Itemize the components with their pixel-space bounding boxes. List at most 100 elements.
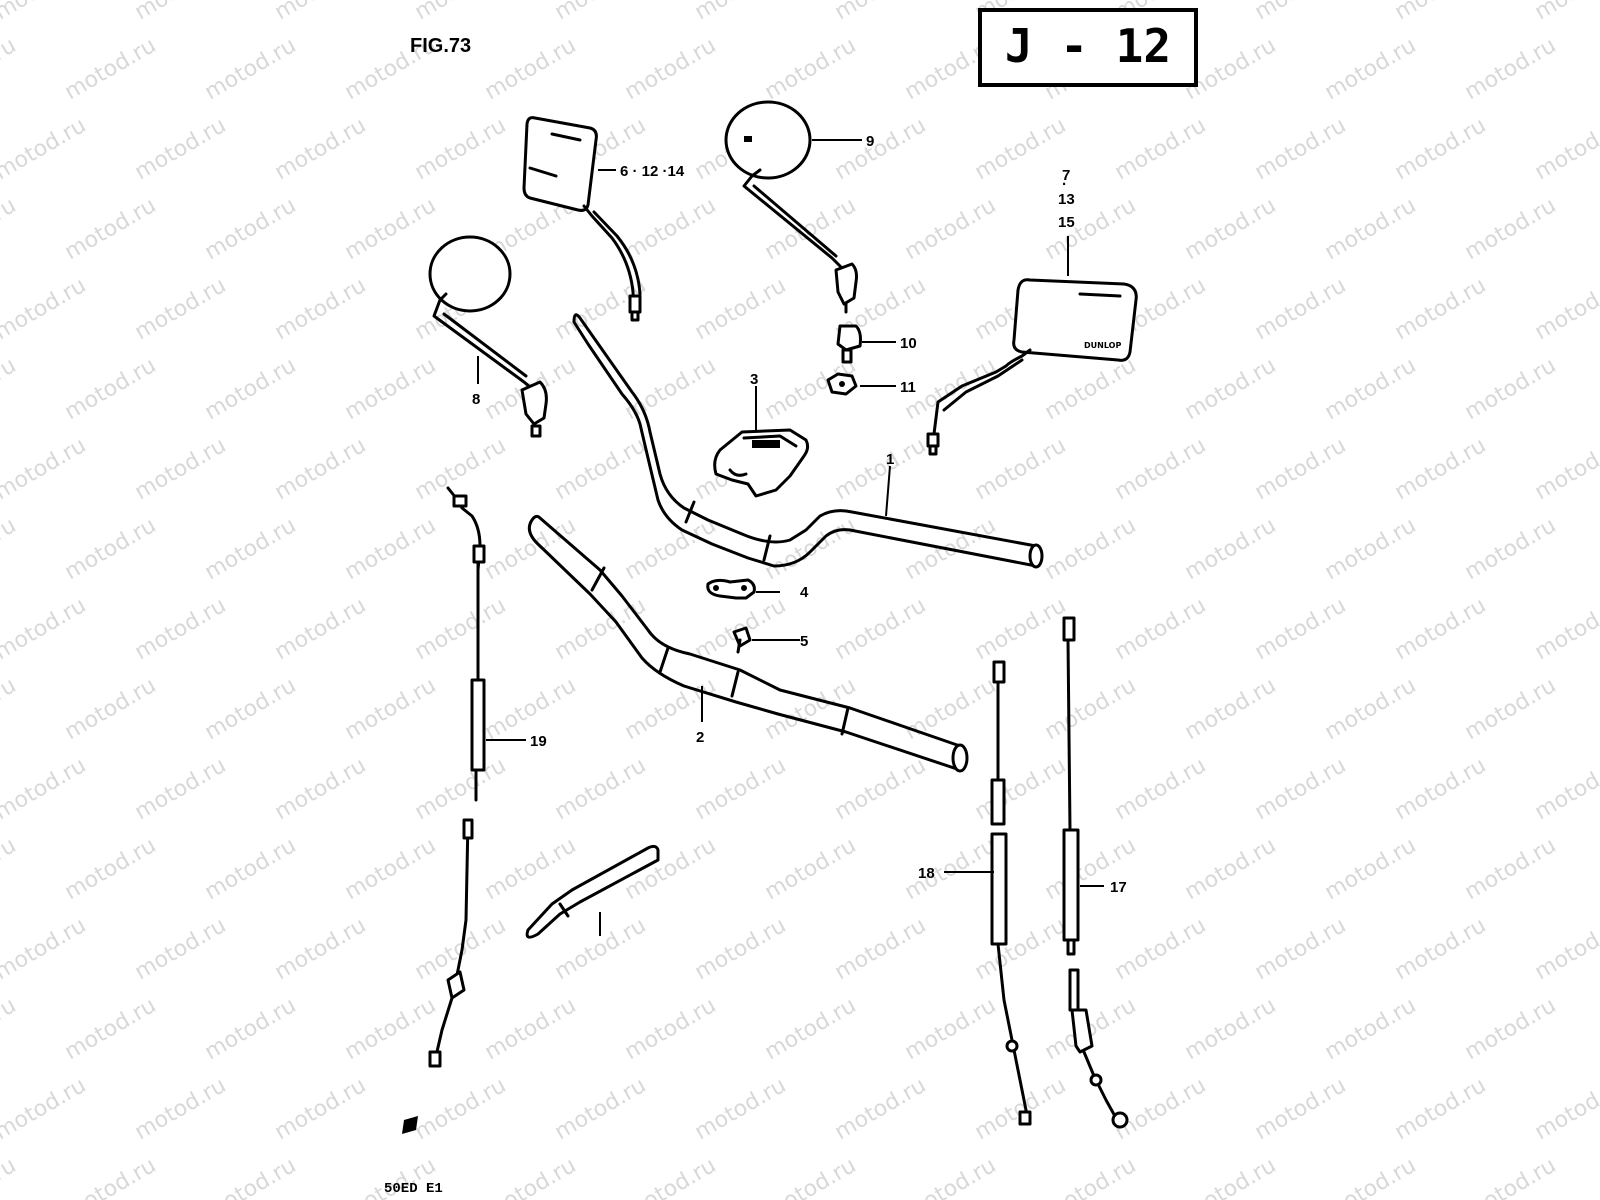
callout-labels: 6 · 12 ·14 9 7 · 13 15 10 11 3 8 1 4 5 2… bbox=[472, 133, 1127, 896]
watermark-text: motod.ru bbox=[0, 273, 90, 345]
watermark-text: motod.ru bbox=[1531, 1073, 1600, 1145]
watermark-text: motod.ru bbox=[481, 1153, 581, 1200]
watermark-text: motod.ru bbox=[1181, 1153, 1281, 1200]
mirror-round-left bbox=[428, 235, 548, 438]
mirror-round-right bbox=[724, 100, 858, 314]
callout-17: 19 bbox=[530, 733, 547, 750]
watermark-text: motod.ru bbox=[1041, 353, 1141, 425]
watermark-text: motod.ru bbox=[0, 193, 20, 265]
watermark-text: motod.ru bbox=[1181, 193, 1281, 265]
watermark-text: motod.ru bbox=[61, 33, 161, 105]
watermark-text: motod.ru bbox=[201, 833, 301, 905]
watermark-text: motod.ru bbox=[61, 193, 161, 265]
watermark-text: motod.ru bbox=[411, 593, 511, 665]
watermark-text: motod.ru bbox=[1391, 913, 1491, 985]
watermark-text: motod.ru bbox=[1461, 993, 1561, 1065]
watermark-text: motod.ru bbox=[0, 993, 20, 1065]
watermark-text: motod.ru bbox=[691, 0, 791, 25]
watermark-text: motod.ru bbox=[271, 433, 371, 505]
watermark-text: motod.ru bbox=[1321, 1153, 1421, 1200]
callout-18: 18 bbox=[918, 865, 935, 882]
watermark-text: motod.ru bbox=[971, 113, 1071, 185]
watermark-text: motod.ru bbox=[901, 833, 1001, 905]
watermark-text: motod.ru bbox=[621, 1153, 721, 1200]
watermark-text: motod.ru bbox=[131, 0, 231, 25]
watermark-text: motod.ru bbox=[1251, 113, 1351, 185]
watermark-text: motod.ru bbox=[1251, 913, 1351, 985]
watermark-text: motod.ru bbox=[971, 593, 1071, 665]
watermark-text: motod.ru bbox=[0, 593, 90, 665]
watermark-text: motod.ru bbox=[1531, 113, 1600, 185]
watermark-text: motod.ru bbox=[131, 1073, 231, 1145]
handlebar-holder-cover bbox=[713, 428, 810, 498]
callout-dot: · bbox=[1062, 176, 1067, 193]
callout-3: 3 bbox=[750, 371, 758, 388]
page-code-box: J - 12 bbox=[978, 8, 1198, 87]
watermark-text: motod.ru bbox=[1041, 513, 1141, 585]
watermark-text: motod.ru bbox=[1531, 0, 1600, 25]
watermark-text: motod.ru bbox=[411, 433, 511, 505]
watermark-text: motod.ru bbox=[1461, 513, 1561, 585]
watermark-text: motod.ru bbox=[61, 833, 161, 905]
watermark-text: motod.ru bbox=[0, 353, 20, 425]
watermark-text: motod.ru bbox=[1041, 1153, 1141, 1200]
watermark-text: motod.ru bbox=[831, 1073, 931, 1145]
watermark-text: motod.ru bbox=[271, 913, 371, 985]
watermark-text: motod.ru bbox=[901, 1153, 1001, 1200]
watermark-text: motod.ru bbox=[1251, 753, 1351, 825]
watermark-text: motod.ru bbox=[1531, 433, 1600, 505]
watermark-text: motod.ru bbox=[761, 33, 861, 105]
watermark-text: motod.ru bbox=[971, 913, 1071, 985]
watermark-text: motod.ru bbox=[1391, 113, 1491, 185]
watermark-text: motod.ru bbox=[201, 353, 301, 425]
watermark-text: motod.ru bbox=[271, 593, 371, 665]
watermark-text: motod.ru bbox=[1321, 193, 1421, 265]
model-code: 50ED E1 bbox=[384, 1181, 443, 1197]
watermark-text: motod.ru bbox=[761, 993, 861, 1065]
watermark-text: motod.ru bbox=[201, 673, 301, 745]
watermark-text: motod.ru bbox=[61, 513, 161, 585]
watermark-text: motod.ru bbox=[1531, 273, 1600, 345]
watermark-text: motod.ru bbox=[0, 913, 90, 985]
watermark-text: motod.ru bbox=[831, 593, 931, 665]
callout-5: 5 bbox=[800, 633, 808, 650]
watermark-text: motod.ru bbox=[0, 673, 20, 745]
watermark-text: motod.ru bbox=[551, 0, 651, 25]
watermark-text: motod.ru bbox=[271, 273, 371, 345]
watermark-text: motod.ru bbox=[0, 833, 20, 905]
clamp-plate bbox=[706, 578, 756, 600]
watermark-text: motod.ru bbox=[481, 993, 581, 1065]
watermark-text: motod.ru bbox=[0, 513, 20, 585]
watermark-text: motod.ru bbox=[761, 833, 861, 905]
watermark-text: motod.ru bbox=[551, 1073, 651, 1145]
throttle-cable bbox=[428, 486, 486, 1068]
watermark-text: motod.ru bbox=[131, 593, 231, 665]
callout-8: 8 bbox=[472, 391, 480, 408]
watermark-text: motod.ru bbox=[971, 433, 1071, 505]
watermark-text: motod.ru bbox=[201, 1153, 301, 1200]
watermark-text: motod.ru bbox=[481, 33, 581, 105]
callout-10: 10 bbox=[900, 335, 917, 352]
watermark-text: motod.ru bbox=[1321, 353, 1421, 425]
watermark-text: motod.ru bbox=[1111, 1073, 1211, 1145]
watermark-text: motod.ru bbox=[61, 993, 161, 1065]
watermark-text: motod.ru bbox=[1461, 353, 1561, 425]
watermark-text: motod.ru bbox=[901, 193, 1001, 265]
callout-6-12-14: 6 · 12 ·14 bbox=[620, 163, 685, 180]
watermark-text: motod.ru bbox=[0, 433, 90, 505]
watermark-text: motod.ru bbox=[1391, 753, 1491, 825]
mirror-rect-right: DUNLOP bbox=[926, 278, 1138, 456]
watermark-text: motod.ru bbox=[691, 753, 791, 825]
watermark-text: motod.ru bbox=[131, 753, 231, 825]
figure-label: FIG.73 bbox=[410, 35, 471, 57]
watermark-text: motod.ru bbox=[341, 833, 441, 905]
watermark-text: motod.ru bbox=[1111, 913, 1211, 985]
watermark-text: motod.ru bbox=[271, 0, 371, 25]
mirror-adapter bbox=[836, 324, 862, 364]
watermark-text: motod.ru bbox=[1251, 593, 1351, 665]
watermark-text: motod.ru bbox=[1041, 193, 1141, 265]
watermark-text: motod.ru bbox=[1321, 993, 1421, 1065]
callout-7: 7 bbox=[1062, 167, 1070, 184]
watermark-text: motod.ru bbox=[691, 1073, 791, 1145]
watermark-text: motod.ru bbox=[0, 753, 90, 825]
